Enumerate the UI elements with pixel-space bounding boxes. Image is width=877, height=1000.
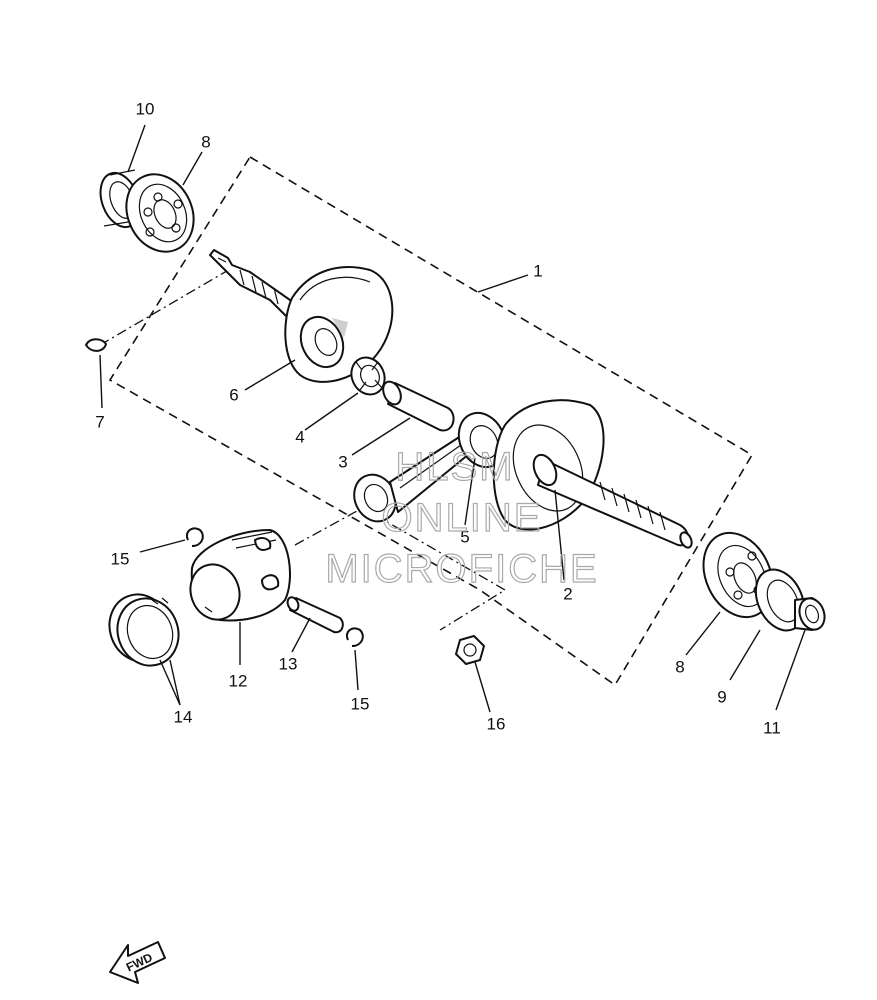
callout-9: 9 bbox=[717, 687, 726, 706]
callout-13: 13 bbox=[279, 654, 298, 673]
collar bbox=[794, 597, 826, 631]
watermark: HLSM ONLINE MICROFICHE bbox=[325, 444, 598, 591]
piston-rings bbox=[108, 593, 180, 667]
watermark-line-2: ONLINE bbox=[382, 496, 543, 540]
crank-left-half bbox=[209, 249, 394, 383]
callout-8-right: 8 bbox=[675, 657, 684, 676]
watermark-line-1: HLSM bbox=[395, 445, 514, 489]
crank-pin bbox=[382, 380, 455, 432]
callout-15-lower: 15 bbox=[351, 694, 370, 713]
woodruff-key bbox=[85, 338, 107, 352]
forward-arrow-icon: FWD bbox=[109, 941, 166, 984]
nut bbox=[455, 635, 485, 665]
callout-12: 12 bbox=[229, 671, 248, 690]
oil-seal-right bbox=[754, 568, 806, 632]
callout-6: 6 bbox=[229, 385, 238, 404]
piston-pin bbox=[286, 596, 344, 634]
callout-14: 14 bbox=[174, 707, 193, 726]
callout-1: 1 bbox=[533, 261, 542, 280]
crankshaft-assembly-boundary bbox=[108, 156, 754, 687]
callout-11: 11 bbox=[763, 718, 781, 737]
callout-2: 2 bbox=[563, 584, 572, 603]
piston bbox=[189, 529, 291, 622]
callout-16: 16 bbox=[487, 714, 506, 733]
callout-4: 4 bbox=[295, 427, 304, 446]
callout-5: 5 bbox=[460, 527, 469, 546]
callout-labels: 1 2 3 4 5 6 7 8 8 9 10 11 12 13 14 15 15… bbox=[95, 99, 781, 737]
connecting-rod bbox=[353, 411, 507, 523]
callout-7: 7 bbox=[95, 412, 104, 431]
callout-8-left: 8 bbox=[201, 132, 210, 151]
circlip-lower bbox=[346, 627, 364, 647]
watermark-line-3: MICROFICHE bbox=[325, 547, 598, 591]
alignment-lines bbox=[99, 267, 507, 631]
circlip-upper bbox=[186, 527, 204, 547]
callout-3: 3 bbox=[338, 452, 347, 471]
callout-15-upper: 15 bbox=[111, 549, 130, 568]
bearing-left bbox=[125, 173, 195, 253]
callout-leaders bbox=[99, 124, 806, 713]
crank-right-half bbox=[492, 399, 693, 549]
callout-10: 10 bbox=[136, 99, 155, 118]
needle-bearing bbox=[350, 356, 386, 396]
